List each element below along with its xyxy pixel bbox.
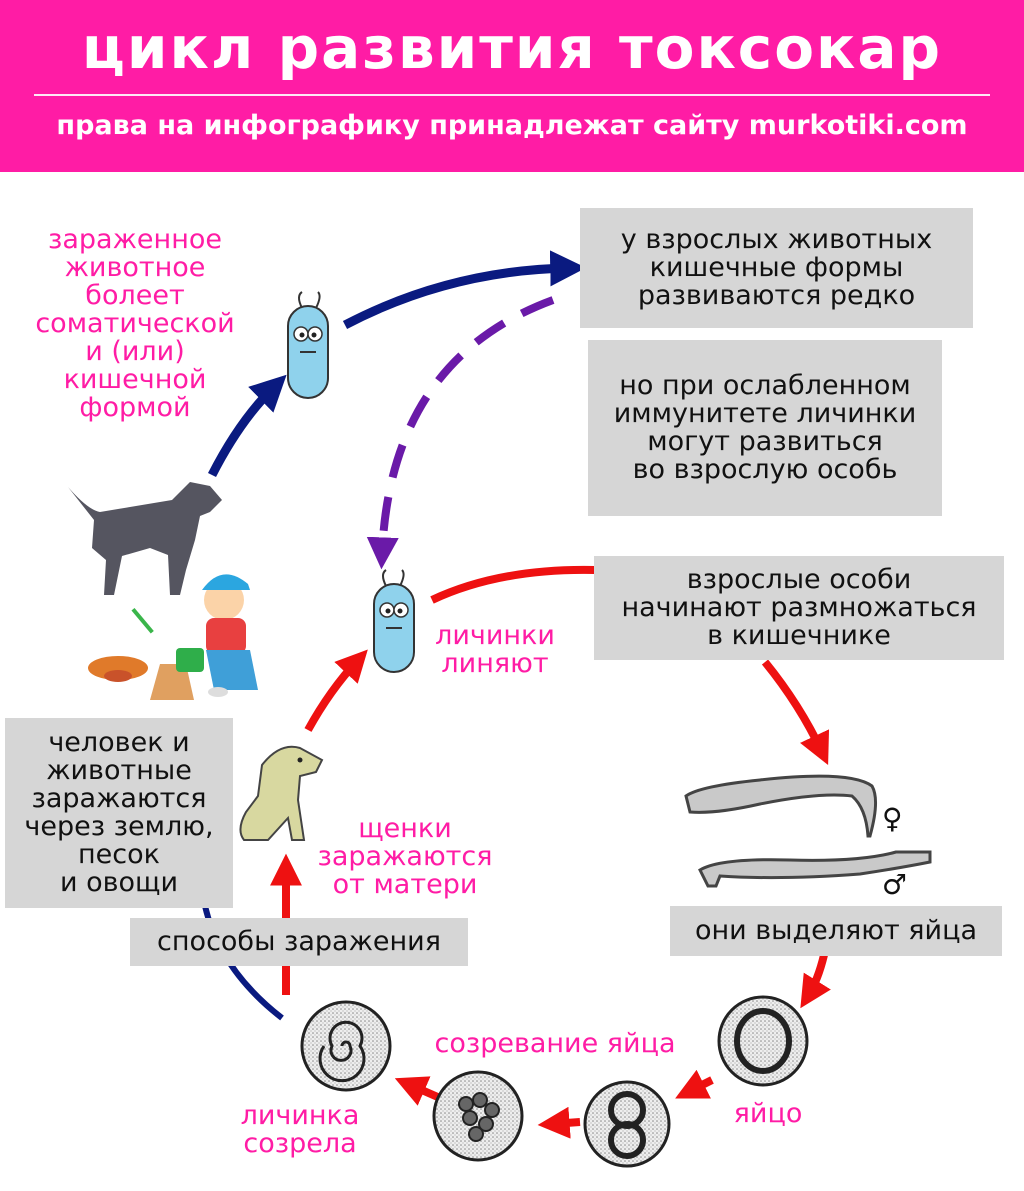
- label-larvae-molt: личинки линяют: [435, 620, 555, 679]
- puppy-icon: [239, 745, 324, 841]
- male-symbol: ♂: [882, 868, 908, 901]
- child-icon: [88, 574, 258, 700]
- box-humans-infected: человек и животные заражаются через земл…: [5, 718, 233, 908]
- female-symbol: ♀: [882, 802, 903, 835]
- box-release-eggs: они выделяют яйца: [670, 906, 1002, 956]
- egg-icon: [583, 1080, 671, 1168]
- header-divider: [34, 94, 990, 96]
- box-infection-ways: способы заражения: [130, 918, 468, 966]
- larva-icon: [373, 569, 415, 673]
- label-egg-maturation: созревание яйца: [434, 1028, 676, 1059]
- worm-icon: [684, 774, 932, 888]
- egg-icon: [717, 995, 809, 1087]
- larva-icon: [287, 291, 329, 399]
- header-banner: цикл развития токсокар права на инфограф…: [0, 0, 1024, 172]
- label-puppies: щенки заражаются от матери: [317, 813, 493, 900]
- box-weak-immunity: но при ослабленном иммунитете личинки мо…: [588, 340, 942, 516]
- red-arrows: [270, 565, 831, 1139]
- page-title: цикл развития токсокар: [81, 14, 943, 82]
- label-egg: яйцо: [733, 1098, 803, 1129]
- purple-dashed-arrow: [366, 296, 555, 570]
- box-adults-rare: у взрослых животных кишечные формы разви…: [580, 208, 973, 328]
- egg-icon: [300, 1000, 392, 1092]
- egg-icon: [432, 1070, 524, 1162]
- label-infected-animal: зараженное животное болеет соматической …: [35, 224, 235, 423]
- page-subtitle: права на инфографику принадлежат сайту m…: [56, 110, 968, 141]
- box-adults-reproduce: взрослые особи начинают размножаться в к…: [594, 556, 1004, 660]
- label-larva-matured: личинка созрела: [240, 1100, 360, 1159]
- dog-icon: [68, 482, 222, 595]
